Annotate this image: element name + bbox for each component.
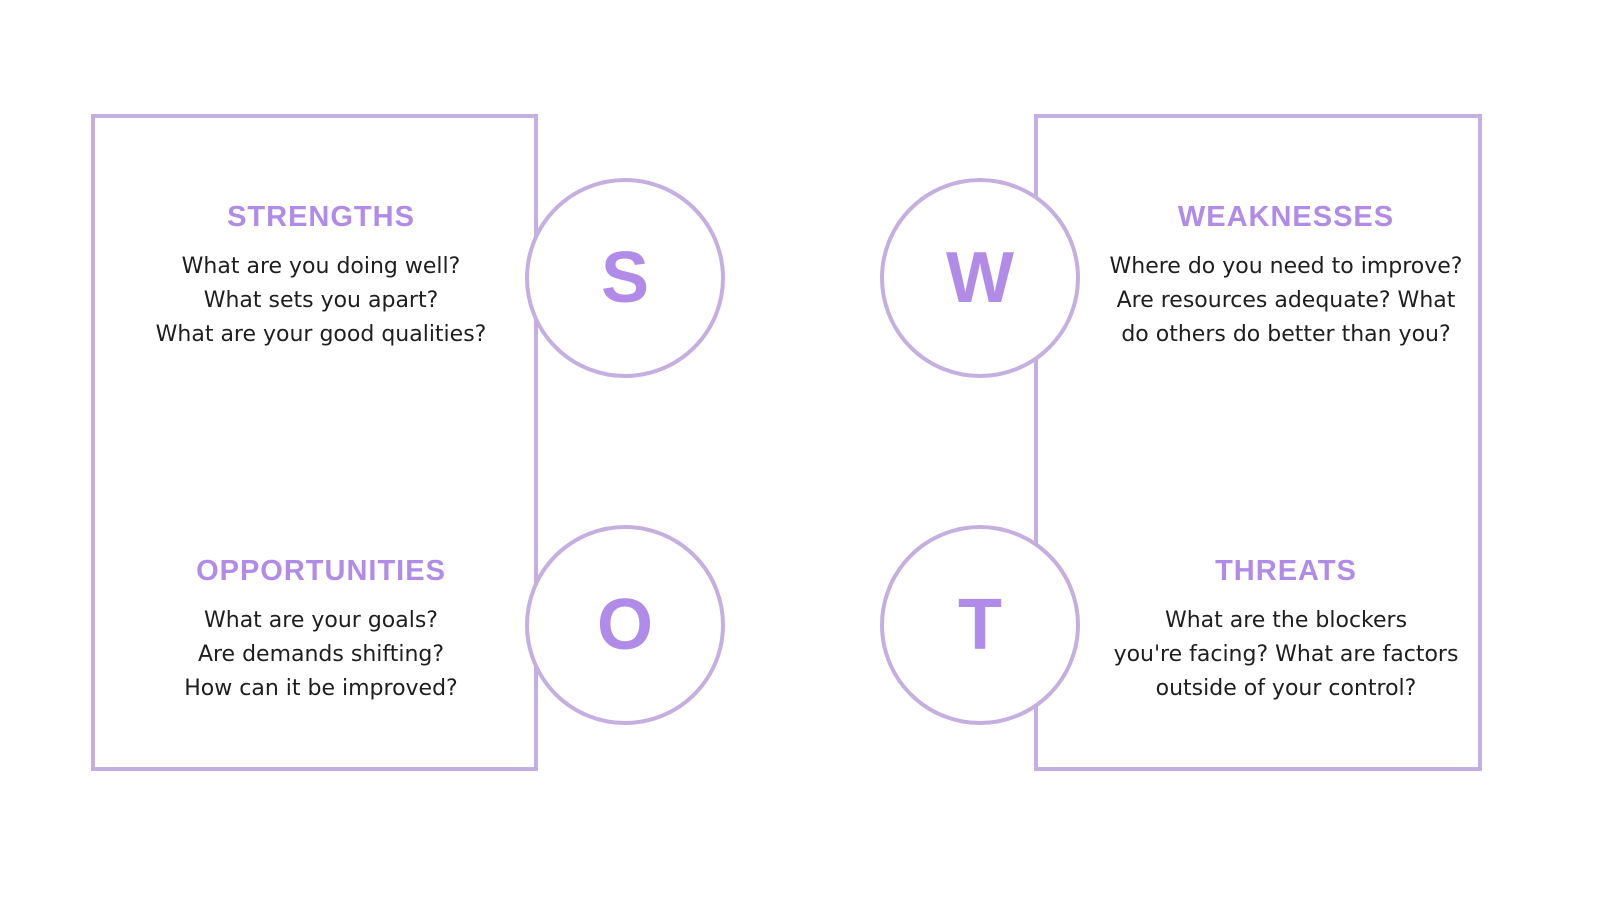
opportunities-title: OPPORTUNITIES <box>196 555 446 587</box>
weaknesses-letter: W <box>946 238 1014 318</box>
right-panel-frame <box>1034 114 1482 771</box>
strengths-letter-circle: S <box>525 178 725 378</box>
strengths-title: STRENGTHS <box>227 201 415 233</box>
strengths-line: What sets you apart? <box>203 288 439 313</box>
threats-line: What are the blockers <box>1164 608 1408 633</box>
threats-title: THREATS <box>1215 555 1357 587</box>
threats-block: THREATS What are the blockers you're fac… <box>1076 554 1496 706</box>
threats-letter: T <box>958 585 1002 665</box>
weaknesses-letter-circle: W <box>880 178 1080 378</box>
opportunities-letter-circle: O <box>525 525 725 725</box>
threats-line: you're facing? What are factors <box>1113 642 1459 667</box>
left-panel-frame <box>91 114 538 771</box>
opportunities-block: OPPORTUNITIES What are your goals? Are d… <box>111 554 531 706</box>
opportunities-line: Are demands shifting? <box>197 642 445 667</box>
opportunities-line: How can it be improved? <box>184 676 458 701</box>
weaknesses-title: WEAKNESSES <box>1177 201 1395 233</box>
strengths-block: STRENGTHS What are you doing well? What … <box>111 200 531 352</box>
opportunities-letter: O <box>596 585 653 665</box>
weaknesses-line: Where do you need to improve? <box>1109 254 1463 279</box>
weaknesses-line: Are resources adequate? What <box>1116 288 1456 313</box>
weaknesses-line: do others do better than you? <box>1121 322 1451 347</box>
opportunities-line: What are your goals? <box>204 608 438 633</box>
strengths-letter: S <box>600 238 650 318</box>
threats-letter-circle: T <box>880 525 1080 725</box>
weaknesses-block: WEAKNESSES Where do you need to improve?… <box>1076 200 1496 352</box>
threats-line: outside of your control? <box>1155 676 1417 701</box>
strengths-line: What are your good qualities? <box>155 322 487 347</box>
strengths-line: What are you doing well? <box>181 254 461 279</box>
